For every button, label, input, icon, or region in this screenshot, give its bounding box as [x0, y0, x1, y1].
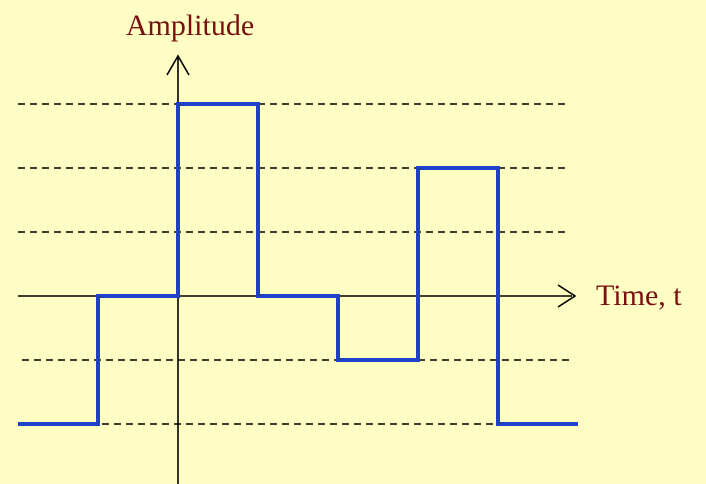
- y-axis-arrowhead: [166, 54, 190, 76]
- signal-line-0: [18, 102, 578, 426]
- x-axis-arrowhead: [557, 284, 577, 308]
- signal-series: [18, 102, 578, 426]
- grid-lines: [18, 103, 575, 425]
- x-axis-title: Time, t: [596, 279, 682, 312]
- y-axis-title: Amplitude: [126, 9, 254, 42]
- axes: [18, 54, 577, 484]
